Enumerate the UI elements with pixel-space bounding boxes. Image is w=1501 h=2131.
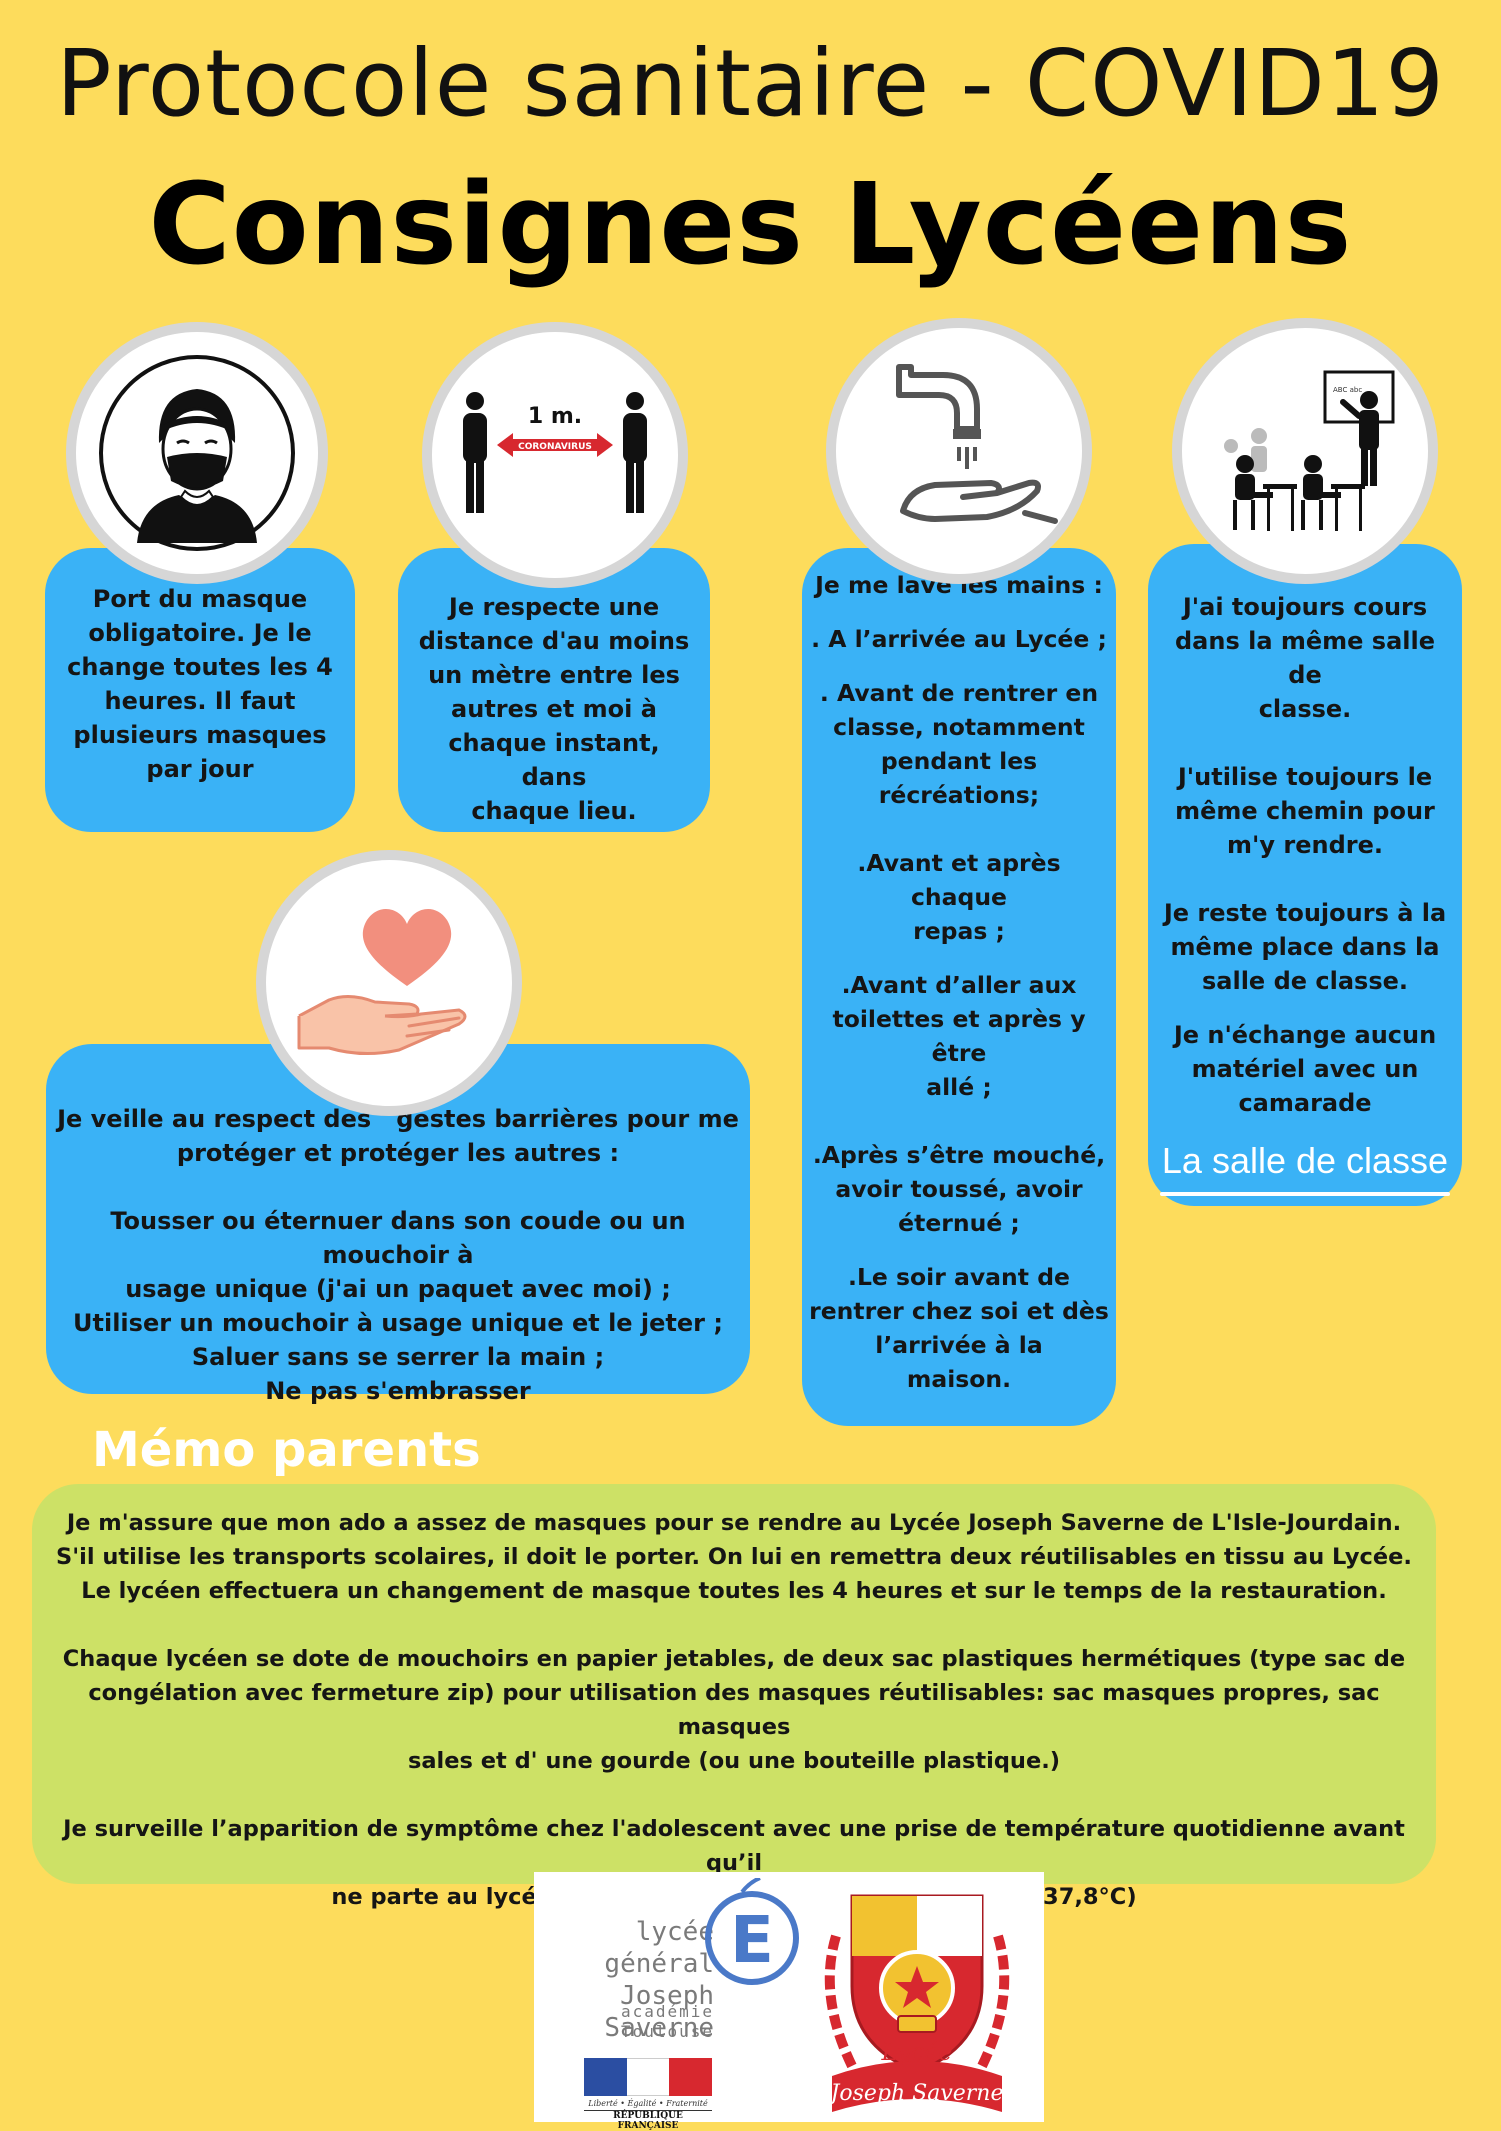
mask-card: Port du masque obligatoire. Je le change… — [45, 548, 355, 832]
distance-line: distance d'au moins — [418, 627, 690, 655]
handwash-item: l’arrivée à la — [875, 1331, 1043, 1359]
education-e-logo: E — [705, 1878, 799, 1985]
memo-line: sales et d' une gourde (ou une bouteille… — [407, 1748, 1061, 1774]
mask-line: change toutes les 4 — [67, 653, 333, 681]
classroom-line: même chemin pour — [1175, 797, 1435, 825]
handwash-item: . Avant de rentrer en — [819, 679, 1099, 707]
page-subtitle: Consignes Lycéens — [148, 160, 1353, 290]
handwash-item: . A l’arrivée au Lycée ; — [811, 625, 1107, 653]
barrier-intro: Je veille au respect des gestes barrière… — [57, 1105, 739, 1133]
coronavirus-label: CORONAVIRUS — [518, 442, 592, 452]
handwash-item: pendant les — [880, 747, 1038, 775]
page-title: Protocole sanitaire - COVID19 — [56, 30, 1445, 137]
handwash-item: rentrer chez soi et dès — [809, 1297, 1109, 1325]
classroom-line: J'utilise toujours le — [1177, 763, 1433, 791]
handwash-item: .Après s’être mouché, — [812, 1141, 1106, 1169]
handwash-item: .Avant et après chaque — [857, 849, 1061, 911]
memo-box: Je m'assure que mon ado a assez de masqu… — [32, 1484, 1436, 1910]
classroom-line: salle de classe. — [1202, 967, 1408, 995]
memo-title: Mémo parents — [92, 1422, 481, 1478]
heart-hand-icon — [256, 850, 522, 1116]
handwash-item: .Avant d’aller aux — [841, 971, 1077, 999]
distance-line: autres et moi à — [451, 695, 657, 723]
classroom-footer-label: La salle de classe — [1161, 1140, 1449, 1181]
face-mask-icon — [66, 322, 328, 584]
crest-label-name: Joseph Saverne — [827, 2081, 1004, 2106]
memo-line: Le lycéen effectuera un changement de ma… — [81, 1578, 1387, 1604]
memo-line: S'il utilise les transports scolaires, i… — [56, 1544, 1412, 1570]
memo-line: Chaque lycéen se dote de mouchoirs en pa… — [62, 1646, 1406, 1672]
republic-logo: Liberté • Égalité • Fraternité RÉPUBLIQU… — [584, 2058, 713, 2131]
school-logo-text: lycée général Joseph Saverne — [534, 1916, 714, 2044]
classroom-icon: ABC abc — [1172, 318, 1438, 584]
mask-line: heures. Il faut — [104, 687, 296, 715]
memo-line: congélation avec fermeture zip) pour uti… — [88, 1680, 1380, 1740]
school-crest-logo: Lycée Joseph Saverne — [824, 1894, 1010, 2112]
academy-line: académie — [620, 2002, 714, 2021]
hand-washing-icon — [826, 318, 1092, 584]
mask-line: Port du masque — [92, 585, 308, 613]
barrier-item: Utiliser un mouchoir à usage unique et l… — [73, 1309, 723, 1337]
school-name-line: lycée général — [604, 1917, 714, 1979]
board-text: ABC abc — [1333, 386, 1362, 394]
crest-label-lycee: Lycée — [881, 2038, 953, 2066]
handwash-item: récréations; — [878, 781, 1040, 809]
classroom-footer-divider — [1160, 1192, 1450, 1196]
handwash-item: éternué ; — [898, 1209, 1020, 1237]
distance-label: 1 m. — [528, 404, 582, 429]
handwash-card: Je me lave les mains : . A l’arrivée au … — [802, 548, 1116, 1426]
classroom-line: classe. — [1258, 695, 1352, 723]
barrier-item: Tousser ou éternuer dans son coude ou un… — [110, 1207, 686, 1269]
distance-line: Je respecte une — [448, 593, 660, 621]
classroom-line: m'y rendre. — [1227, 831, 1383, 859]
classroom-line: Je n'échange aucun — [1173, 1021, 1437, 1049]
handwash-item: maison. — [906, 1365, 1012, 1393]
academy-line: Toulouse — [620, 2022, 714, 2041]
republic-name: RÉPUBLIQUE FRANÇAISE — [584, 2110, 712, 2131]
barrier-item: Ne pas s'embrasser — [265, 1377, 531, 1405]
distance-card: Je respecte une distance d'au moins un m… — [398, 548, 710, 832]
classroom-line: camarade — [1238, 1089, 1372, 1117]
barrier-item: usage unique (j'ai un paquet avec moi) ; — [125, 1275, 671, 1303]
mask-line: obligatoire. Je le — [88, 619, 312, 647]
distance-line: chaque instant, dans — [448, 729, 660, 791]
barrier-intro: protéger et protéger les autres : — [176, 1139, 620, 1167]
mask-line: plusieurs masques — [73, 721, 327, 749]
handwash-item: toilettes et après y être — [832, 1005, 1086, 1067]
classroom-line: même place dans la — [1170, 933, 1440, 961]
social-distance-icon: 1 m. CORONAVIRUS — [422, 322, 688, 588]
logo-panel: lycée général Joseph Saverne E académie … — [534, 1872, 1044, 2131]
distance-line: chaque lieu. — [471, 797, 637, 825]
distance-line: un mètre entre les — [428, 661, 680, 689]
memo-line: Je m'assure que mon ado a assez de masqu… — [66, 1510, 1402, 1536]
academy-text: académie Toulouse — [621, 2002, 714, 2042]
classroom-line: Je reste toujours à la — [1163, 899, 1447, 927]
handwash-item: .Le soir avant de — [848, 1263, 1070, 1291]
classroom-card: J'ai toujours cours dans la même salle d… — [1148, 544, 1462, 1206]
memo-line: Je surveille l’apparition de symptôme ch… — [63, 1816, 1405, 1876]
svg-text:E: E — [730, 1904, 774, 1978]
handwash-item: classe, notamment — [833, 713, 1085, 741]
classroom-line: dans la même salle de — [1174, 627, 1435, 689]
handwash-item: repas ; — [913, 917, 1005, 945]
barrier-item: Saluer sans se serrer la main ; — [191, 1343, 605, 1371]
classroom-line: J'ai toujours cours — [1182, 593, 1428, 621]
handwash-item: avoir toussé, avoir — [835, 1175, 1083, 1203]
school-name-line: Joseph Saverne — [604, 1981, 714, 2043]
handwash-item: allé ; — [926, 1073, 992, 1101]
republic-motto: Liberté • Égalité • Fraternité — [588, 2099, 708, 2108]
classroom-line: matériel avec un — [1191, 1055, 1419, 1083]
mask-line: par jour — [146, 755, 254, 783]
